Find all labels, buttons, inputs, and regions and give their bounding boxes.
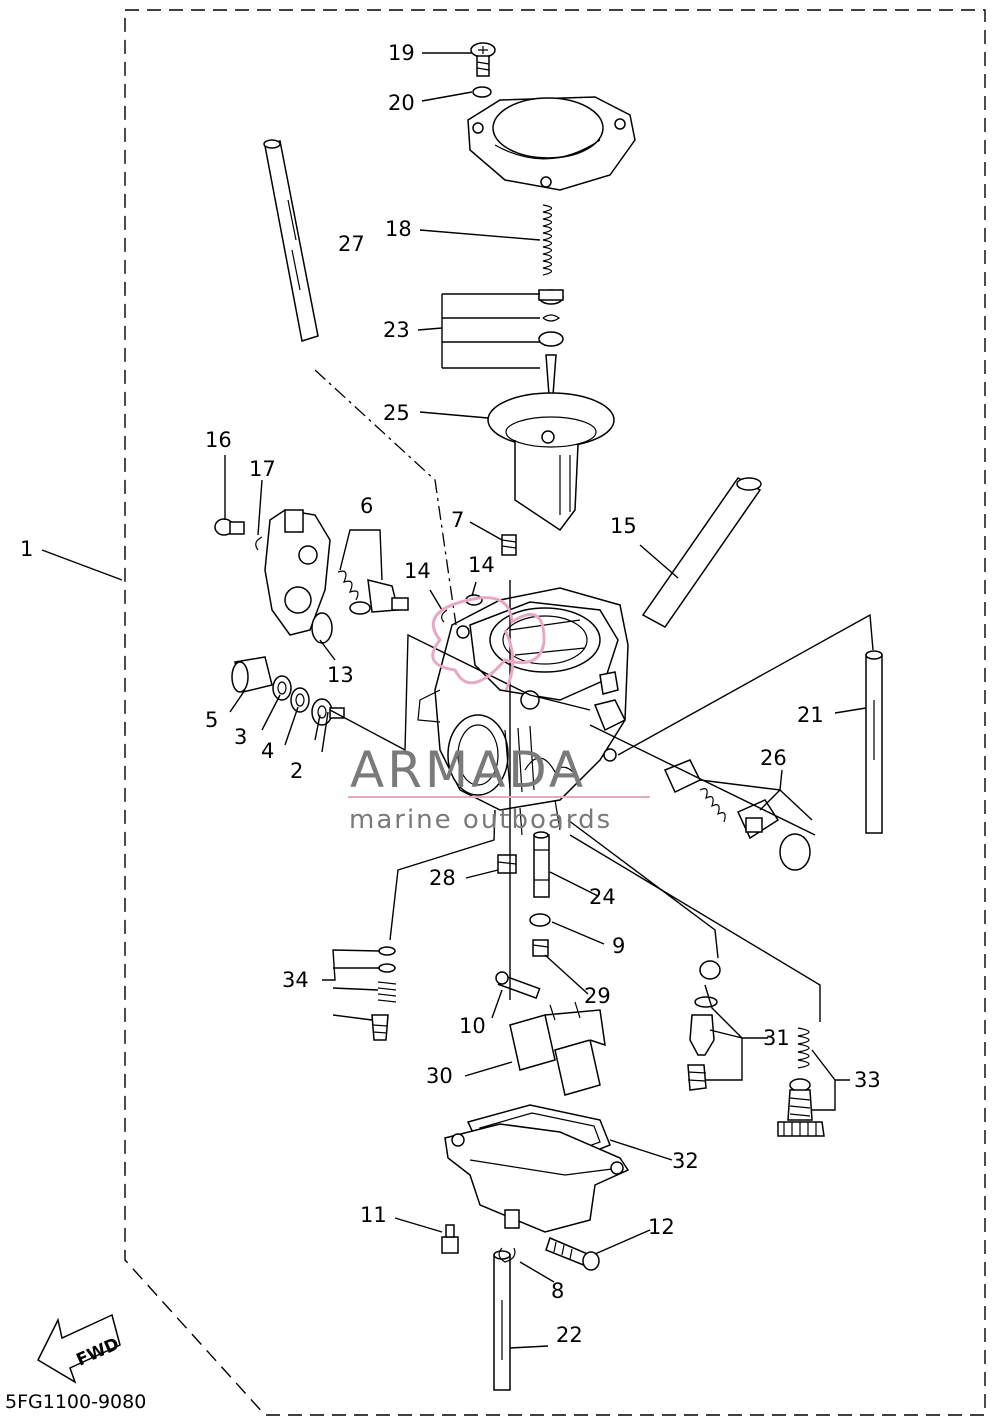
part-label-13: 13 xyxy=(327,663,354,687)
part-label-21: 21 xyxy=(797,703,824,727)
o-ring-13 xyxy=(311,612,333,644)
watermark: ARMADA marine outboards xyxy=(348,596,650,835)
adjuster-set-33 xyxy=(777,1027,825,1137)
hose-21 xyxy=(865,650,883,834)
part-label-27: 27 xyxy=(338,232,365,256)
part-label-25: 25 xyxy=(383,401,410,425)
part-label-10: 10 xyxy=(459,1014,486,1038)
top-cover xyxy=(467,96,636,191)
part-label-4: 4 xyxy=(261,739,274,763)
part-label-5: 5 xyxy=(205,708,218,732)
part-label-24: 24 xyxy=(589,885,616,909)
part-label-23: 23 xyxy=(383,318,410,342)
part-label-26: 26 xyxy=(760,746,787,770)
screw-16 xyxy=(214,518,245,536)
pilot-screw-7 xyxy=(501,534,517,556)
needle-set-23 xyxy=(538,289,564,411)
accelerator-pump-set-31 xyxy=(687,960,721,1091)
part-label-20: 20 xyxy=(388,91,415,115)
watermark-brand: ARMADA xyxy=(350,741,586,799)
part-label-32: 32 xyxy=(672,1149,699,1173)
needle-jet-24 xyxy=(533,831,550,898)
hose-27 xyxy=(263,139,319,342)
washer-20 xyxy=(472,86,492,98)
part-label-18: 18 xyxy=(385,217,412,241)
watermark-tagline: marine outboards xyxy=(349,805,612,835)
hose-22 xyxy=(493,1250,511,1391)
part-label-31: 31 xyxy=(763,1026,790,1050)
float-30 xyxy=(509,1001,606,1096)
jet-28 xyxy=(497,854,517,874)
spring-18 xyxy=(542,204,553,276)
part-label-2: 2 xyxy=(290,759,303,783)
pilot-screw-set-34 xyxy=(371,946,397,1041)
clip-17 xyxy=(255,536,263,551)
watermark-divider xyxy=(348,796,650,798)
hose-15 xyxy=(641,477,762,628)
part-label-7: 7 xyxy=(451,508,464,532)
float-bowl xyxy=(444,1123,630,1233)
part-label-16: 16 xyxy=(205,428,232,452)
watermark-logo xyxy=(431,596,546,691)
diagram-code: 5FG1100-9080 xyxy=(5,1391,146,1413)
part-label-28: 28 xyxy=(429,866,456,890)
throttle-spring-assy-6 xyxy=(337,570,409,615)
part-label-17: 17 xyxy=(249,457,276,481)
drain-screw-12 xyxy=(545,1236,600,1271)
part-label-6: 6 xyxy=(360,494,373,518)
part-label-29: 29 xyxy=(584,984,611,1008)
assembly-centrelines xyxy=(314,369,874,1022)
part-label-14a: 14 xyxy=(404,559,431,583)
part-labels: 1 2 3 4 5 6 7 8 9 10 11 12 13 14 14 15 1… xyxy=(20,41,881,1347)
part-label-22: 22 xyxy=(556,1323,583,1347)
forward-arrow-icon: FWD xyxy=(37,1313,122,1384)
diaphragm-piston-25 xyxy=(487,392,615,532)
clip-8 xyxy=(498,1247,516,1263)
clip-14a xyxy=(441,609,448,623)
part-label-1: 1 xyxy=(20,537,33,561)
starter-plunger-26 xyxy=(663,759,811,871)
part-label-8: 8 xyxy=(551,1279,564,1303)
part-label-19: 19 xyxy=(388,41,415,65)
screw-11 xyxy=(441,1224,459,1254)
main-jet-29 xyxy=(532,939,549,957)
part-label-15: 15 xyxy=(610,514,637,538)
part-label-11: 11 xyxy=(360,1203,387,1227)
part-label-12: 12 xyxy=(648,1215,675,1239)
part-label-3: 3 xyxy=(234,725,247,749)
assembly-boundary xyxy=(124,9,986,1416)
part-label-34: 34 xyxy=(282,968,309,992)
part-label-14b: 14 xyxy=(468,553,495,577)
throttle-housing xyxy=(264,509,331,636)
washer-9 xyxy=(529,913,551,927)
part-label-30: 30 xyxy=(426,1064,453,1088)
screw-19 xyxy=(470,42,496,77)
part-label-9: 9 xyxy=(612,934,625,958)
pin-10 xyxy=(495,971,541,1000)
part-label-33: 33 xyxy=(854,1068,881,1092)
leader-lines xyxy=(41,52,867,1349)
